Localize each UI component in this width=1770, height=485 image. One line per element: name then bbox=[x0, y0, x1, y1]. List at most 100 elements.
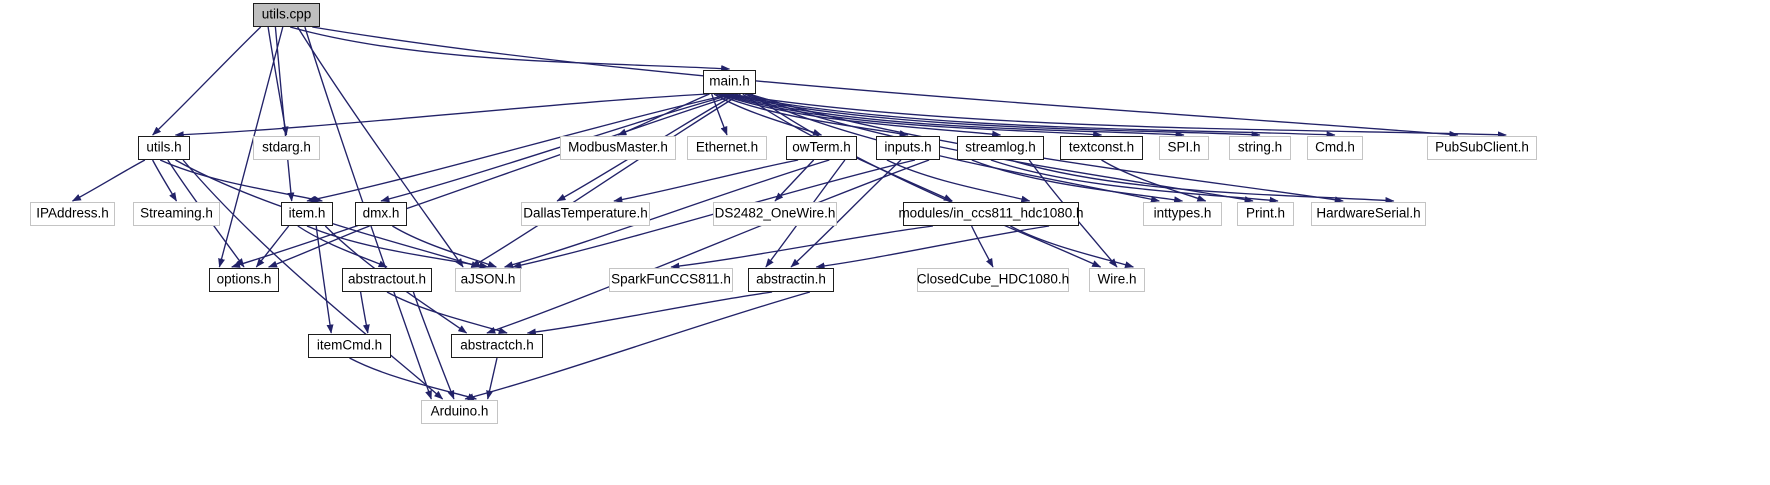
graph-edge bbox=[1101, 159, 1207, 202]
graph-edge bbox=[380, 93, 735, 203]
graph-node-closedcube-h[interactable]: ClosedCube_HDC1080.h bbox=[917, 268, 1069, 292]
graph-node-wire-h[interactable]: Wire.h bbox=[1089, 268, 1145, 292]
graph-edge bbox=[713, 93, 823, 136]
graph-node-ajson-h[interactable]: aJSON.h bbox=[455, 268, 521, 292]
graph-node-label: Print.h bbox=[1245, 205, 1286, 221]
graph-node-options-h[interactable]: options.h bbox=[209, 268, 279, 292]
graph-node-dmx-h[interactable]: dmx.h bbox=[355, 202, 407, 226]
graph-node-streaming-h[interactable]: Streaming.h bbox=[133, 202, 220, 226]
graph-edge bbox=[297, 26, 464, 268]
graph-node-label: ModbusMaster.h bbox=[568, 139, 668, 155]
graph-edge bbox=[297, 225, 388, 268]
graph-node-streamlog-h[interactable]: streamlog.h bbox=[957, 136, 1044, 160]
graph-edge bbox=[152, 26, 262, 136]
graph-node-itemcmd-h[interactable]: itemCmd.h bbox=[308, 334, 391, 358]
graph-edge bbox=[1010, 225, 1134, 269]
graph-node-label: textconst.h bbox=[1068, 139, 1135, 155]
graph-edge bbox=[526, 291, 773, 336]
graph-node-label: main.h bbox=[709, 73, 750, 89]
graph-node-main-h[interactable]: main.h bbox=[703, 70, 756, 94]
graph-edge bbox=[359, 291, 370, 334]
graph-edge bbox=[231, 93, 739, 268]
graph-edge bbox=[290, 26, 731, 73]
graph-node-pubsub-h[interactable]: PubSubClient.h bbox=[1427, 136, 1537, 160]
graph-node-abstractin-h[interactable]: abstractin.h bbox=[748, 268, 834, 292]
graph-node-label: abstractin.h bbox=[756, 271, 826, 287]
graph-edge bbox=[267, 26, 289, 136]
graph-node-in-ccs811[interactable]: modules/in_ccs811_hdc1080.h bbox=[898, 202, 1084, 226]
graph-node-modbusmaster[interactable]: ModbusMaster.h bbox=[560, 136, 676, 160]
graph-edge bbox=[727, 93, 1336, 139]
graph-edge bbox=[613, 159, 799, 203]
graph-node-string-h[interactable]: string.h bbox=[1229, 136, 1291, 160]
graph-edge bbox=[412, 291, 455, 400]
graph-node-abstractout-h[interactable]: abstractout.h bbox=[342, 268, 432, 292]
graph-node-label: Wire.h bbox=[1097, 271, 1137, 287]
graph-node-label: item.h bbox=[288, 205, 326, 221]
graph-edge bbox=[486, 159, 930, 334]
graph-edge bbox=[617, 93, 710, 136]
graph-edge bbox=[306, 225, 489, 269]
graph-node-dallastemp-h[interactable]: DallasTemperature.h bbox=[521, 202, 650, 226]
graph-edge bbox=[711, 93, 728, 136]
graph-node-ethernet-h[interactable]: Ethernet.h bbox=[687, 136, 767, 160]
graph-node-cmd-h[interactable]: Cmd.h bbox=[1307, 136, 1363, 160]
graph-edge bbox=[152, 159, 178, 202]
graph-node-print-h[interactable]: Print.h bbox=[1237, 202, 1294, 226]
graph-node-label: abstractout.h bbox=[347, 271, 427, 287]
graph-edge bbox=[312, 26, 1459, 138]
graph-edge bbox=[970, 225, 994, 268]
graph-node-label: streamlog.h bbox=[965, 139, 1036, 155]
graph-node-label: Cmd.h bbox=[1315, 139, 1355, 155]
graph-node-utils-cpp[interactable]: utils.cpp bbox=[253, 3, 320, 27]
graph-node-label: SPI.h bbox=[1167, 139, 1201, 155]
graph-edge bbox=[715, 93, 909, 138]
graph-node-ds2482-h[interactable]: DS2482_OneWire.h bbox=[713, 202, 837, 226]
graph-node-label: IPAddress.h bbox=[36, 205, 109, 221]
graph-node-label: Streaming.h bbox=[140, 205, 213, 221]
graph-edge bbox=[470, 93, 741, 268]
graph-node-owterm-h[interactable]: owTerm.h bbox=[786, 136, 857, 160]
graph-node-label: modules/in_ccs811_hdc1080.h bbox=[898, 205, 1084, 221]
graph-node-label: inputs.h bbox=[884, 139, 932, 155]
graph-node-inttypes-h[interactable]: inttypes.h bbox=[1143, 202, 1222, 226]
graph-node-label: utils.h bbox=[146, 139, 182, 155]
graph-edge bbox=[159, 159, 323, 203]
graph-node-textconst-h[interactable]: textconst.h bbox=[1060, 136, 1143, 160]
graph-edge bbox=[720, 93, 1103, 138]
graph-node-sparkfun-h[interactable]: SparkFunCCS811.h bbox=[609, 268, 733, 292]
graph-node-label: inttypes.h bbox=[1153, 205, 1212, 221]
graph-edge bbox=[486, 357, 498, 400]
graph-node-label: owTerm.h bbox=[792, 139, 851, 155]
graph-edge bbox=[268, 225, 370, 268]
graph-node-utils-h[interactable]: utils.h bbox=[138, 136, 190, 160]
graph-node-hwserial-h[interactable]: HardwareSerial.h bbox=[1311, 202, 1426, 226]
graph-node-abstractch-h[interactable]: abstractch.h bbox=[451, 334, 543, 358]
graph-edge bbox=[71, 159, 146, 202]
graph-edge bbox=[774, 159, 815, 202]
graph-node-label: itemCmd.h bbox=[316, 337, 383, 353]
graph-node-inputs-h[interactable]: inputs.h bbox=[876, 136, 940, 160]
graph-node-label: Ethernet.h bbox=[695, 139, 759, 155]
graph-node-label: SparkFunCCS811.h bbox=[611, 271, 731, 287]
graph-node-stdarg-h[interactable]: stdarg.h bbox=[253, 136, 320, 160]
graph-node-spi-h[interactable]: SPI.h bbox=[1159, 136, 1209, 160]
graph-node-arduino-h[interactable]: Arduino.h bbox=[421, 400, 498, 424]
graph-node-label: DS2482_OneWire.h bbox=[714, 205, 836, 221]
graph-node-ipaddress-h[interactable]: IPAddress.h bbox=[30, 202, 115, 226]
graph-node-label: ClosedCube_HDC1080.h bbox=[916, 271, 1070, 287]
graph-edge bbox=[174, 93, 708, 139]
graph-edge bbox=[886, 159, 1031, 203]
graph-edge bbox=[315, 225, 334, 334]
graph-node-label: utils.cpp bbox=[261, 6, 312, 22]
graph-edge bbox=[815, 225, 1050, 270]
graph-node-label: HardwareSerial.h bbox=[1316, 205, 1421, 221]
graph-node-label: options.h bbox=[216, 271, 272, 287]
graph-node-label: string.h bbox=[1237, 139, 1283, 155]
graph-node-label: stdarg.h bbox=[262, 139, 311, 155]
graph-node-item-h[interactable]: item.h bbox=[281, 202, 333, 226]
graph-node-label: DallasTemperature.h bbox=[523, 205, 648, 221]
graph-edge bbox=[386, 291, 508, 334]
graph-node-label: dmx.h bbox=[362, 205, 400, 221]
